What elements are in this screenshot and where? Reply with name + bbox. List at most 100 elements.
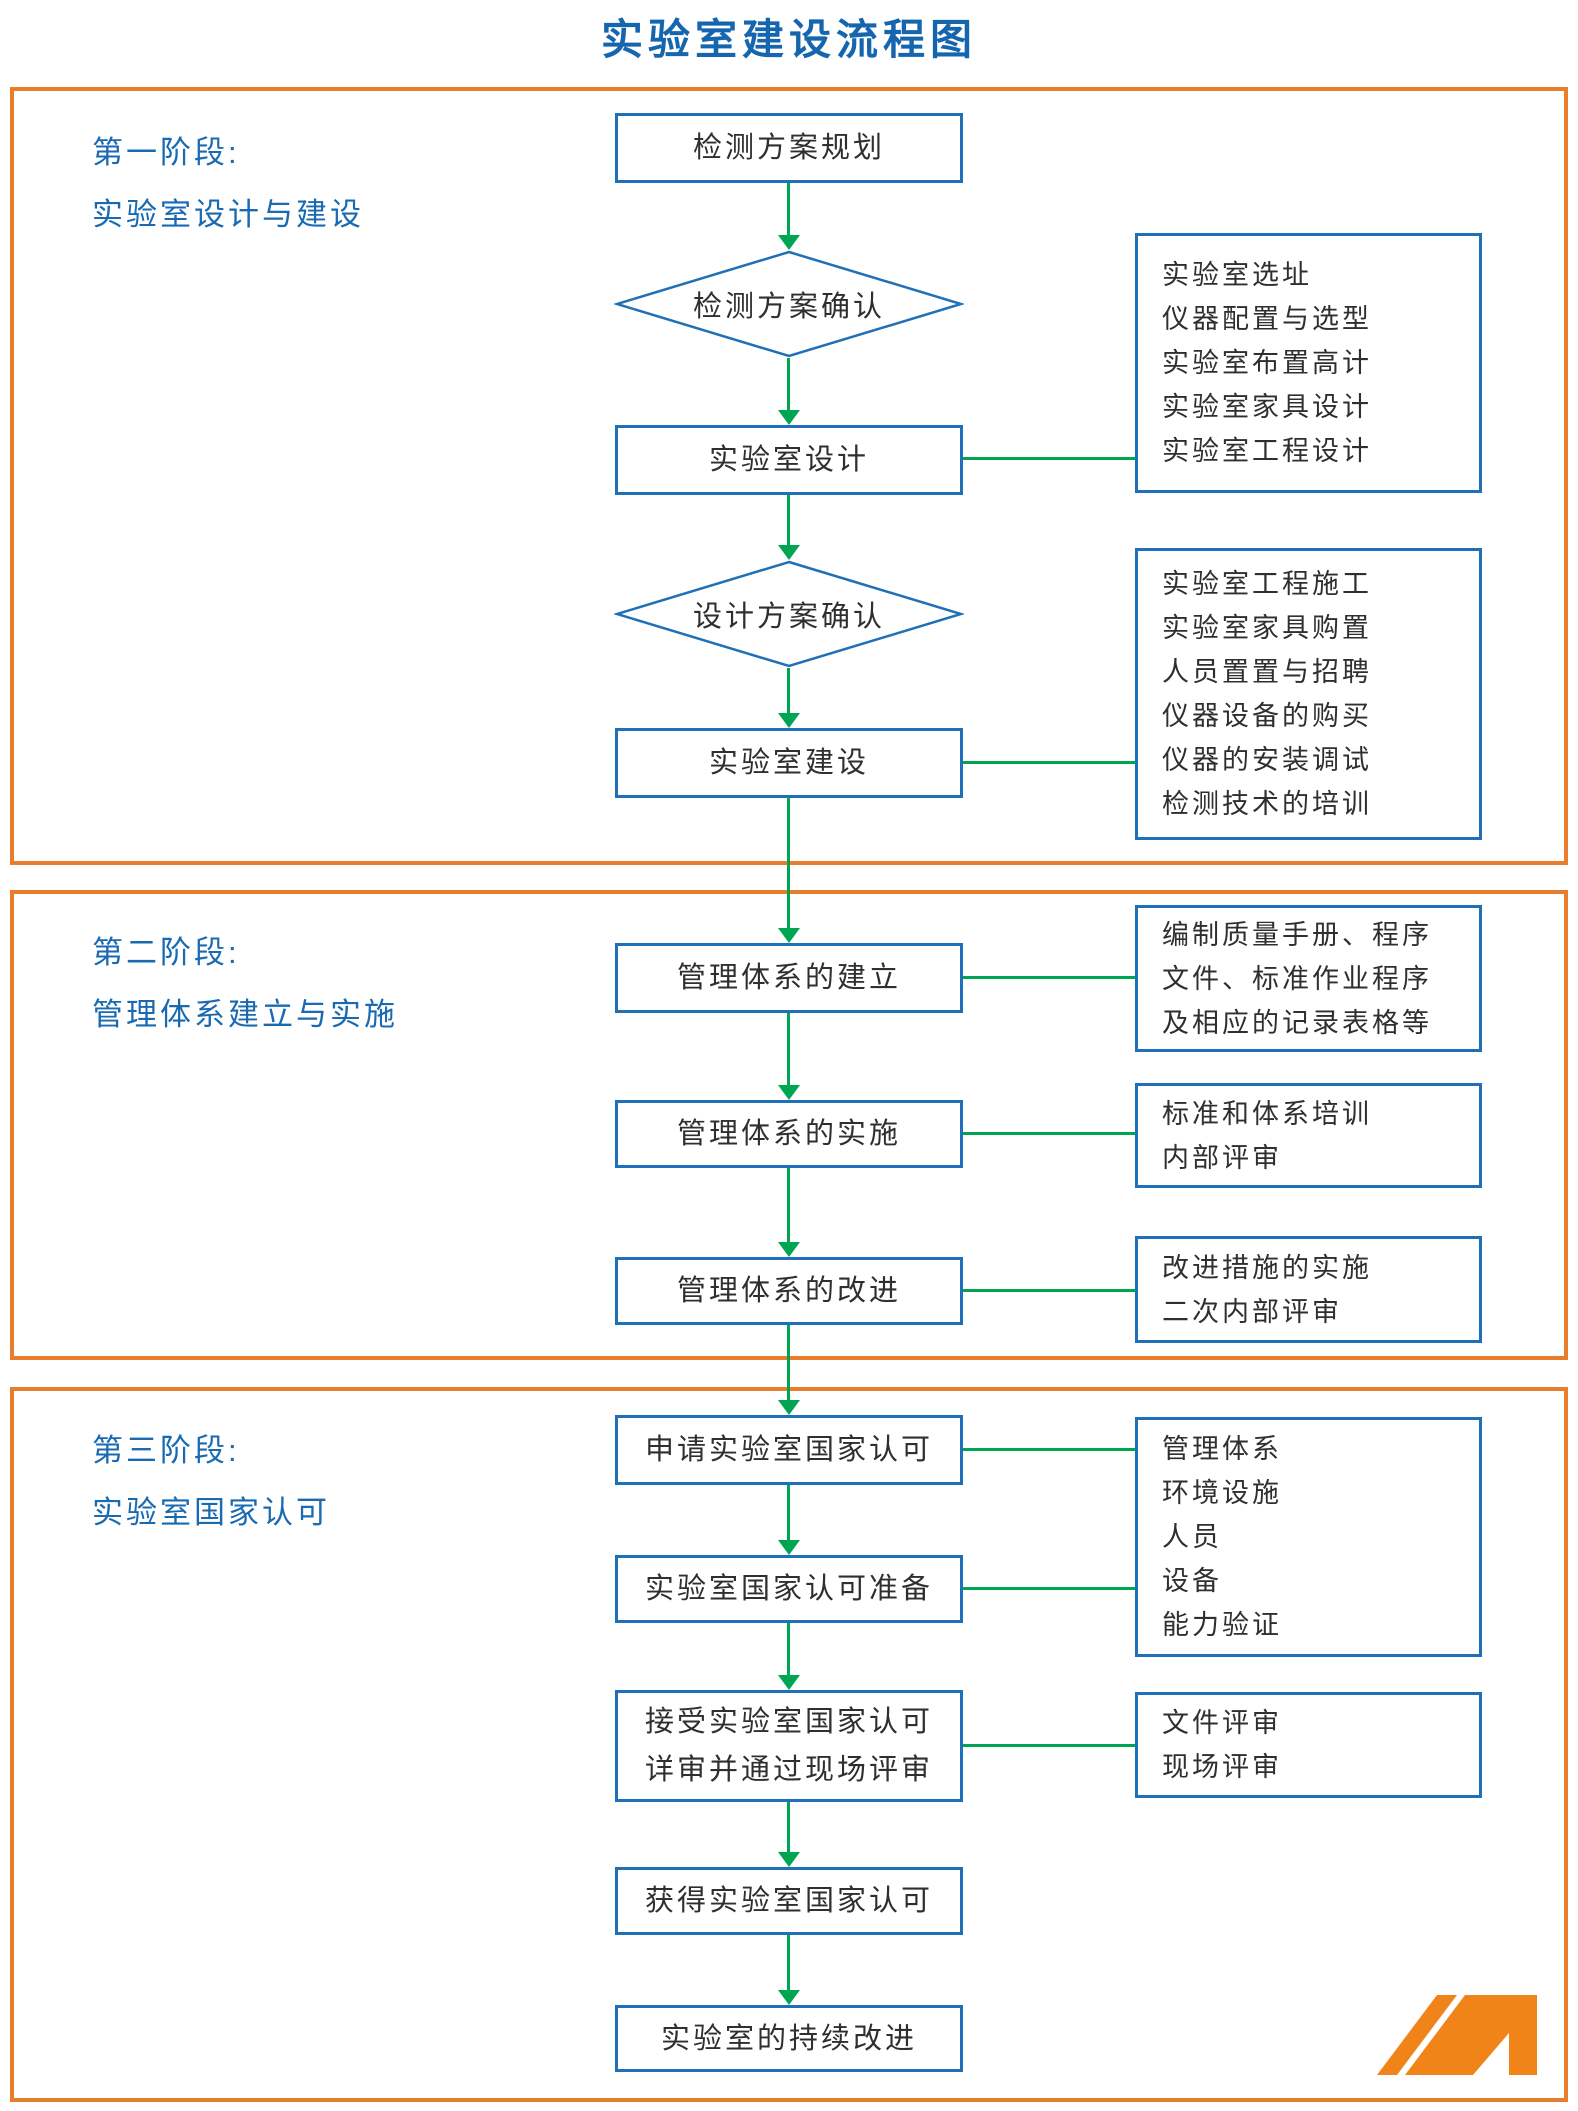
flow-arrow xyxy=(778,1013,800,1100)
sidebox-line: 实验室家具设计 xyxy=(1162,392,1372,422)
flow-arrow xyxy=(778,1485,800,1555)
arrow-down-icon xyxy=(778,1990,800,2005)
diamond-shape xyxy=(614,250,964,358)
node-sys-build-label: 管理体系的建立 xyxy=(676,962,901,994)
sidebox-accreditation-details: 管理体系环境设施人员设备能力验证 xyxy=(1135,1417,1482,1657)
sidebox-line: 实验室选址 xyxy=(1162,260,1312,290)
arrow-down-icon xyxy=(778,1852,800,1867)
node-prepare: 实验室国家认可准备 xyxy=(615,1555,963,1623)
page-title: 实验室建设流程图 xyxy=(600,16,977,63)
flow-arrow xyxy=(778,668,800,728)
node-plan: 检测方案规划 xyxy=(615,113,963,183)
decision-confirm-plan: 检测方案确认 xyxy=(614,250,964,358)
sidebox-line: 实验室工程施工 xyxy=(1162,569,1372,599)
decision-confirm-plan-label: 检测方案确认 xyxy=(692,291,885,323)
arrow-down-icon xyxy=(778,1400,800,1415)
node-obtain-label: 获得实验室国家认可 xyxy=(644,1885,933,1917)
flow-arrow xyxy=(778,183,800,250)
sidebox-line: 设备 xyxy=(1162,1566,1222,1596)
stage-3-label: 第三阶段: 实验室国家认可 xyxy=(92,1420,330,1544)
node-lab-design: 实验室设计 xyxy=(615,425,963,495)
flow-arrow xyxy=(778,495,800,560)
company-logo xyxy=(1377,1995,1537,2075)
sidebox-sys-improve-details: 改进措施的实施二次内部评审 xyxy=(1135,1236,1482,1343)
sidebox-line: 内部评审 xyxy=(1162,1142,1282,1173)
sidebox-line: 实验室工程设计 xyxy=(1162,436,1372,466)
flow-arrow xyxy=(778,358,800,425)
decision-confirm-design-label: 设计方案确认 xyxy=(692,601,885,633)
flow-arrow xyxy=(778,1168,800,1257)
node-sys-improve-label: 管理体系的改进 xyxy=(676,1275,901,1307)
sidebox-line: 人员置置与招聘 xyxy=(1162,657,1372,687)
arrow-down-icon xyxy=(778,545,800,560)
connector-line xyxy=(960,1587,1135,1590)
node-lab-build-label: 实验室建设 xyxy=(708,747,869,779)
connector-line xyxy=(960,1132,1135,1135)
sidebox-sys-impl-details: 标准和体系培训内部评审 xyxy=(1135,1083,1482,1188)
decision-confirm-design: 设计方案确认 xyxy=(614,560,964,668)
node-continuous: 实验室的持续改进 xyxy=(615,2005,963,2072)
arrow-down-icon xyxy=(778,928,800,943)
sidebox-line: 人员 xyxy=(1162,1522,1222,1552)
sidebox-line: 能力验证 xyxy=(1162,1610,1282,1640)
sidebox-line: 仪器设备的购买 xyxy=(1162,701,1372,731)
connector-line xyxy=(960,1744,1135,1747)
node-continuous-label: 实验室的持续改进 xyxy=(660,2022,917,2055)
sidebox-line: 仪器配置与选型 xyxy=(1162,304,1372,334)
flow-arrow xyxy=(778,1623,800,1690)
sidebox-line: 实验室家具购置 xyxy=(1162,613,1372,643)
node-accept-label-line2: 详审并通过现场评审 xyxy=(644,1754,933,1786)
connector-line xyxy=(960,1289,1135,1292)
sidebox-line: 改进措施的实施 xyxy=(1162,1252,1372,1283)
sidebox-line: 二次内部评审 xyxy=(1162,1296,1342,1327)
node-apply-label: 申请实验室国家认可 xyxy=(644,1434,933,1466)
node-obtain: 获得实验室国家认可 xyxy=(615,1867,963,1935)
node-sys-improve: 管理体系的改进 xyxy=(615,1257,963,1325)
sidebox-line: 文件评审 xyxy=(1162,1708,1282,1738)
arrow-down-icon xyxy=(778,1540,800,1555)
sidebox-lab-design-details: 实验室选址仪器配置与选型实验室布置高计实验室家具设计实验室工程设计 xyxy=(1135,233,1482,493)
node-apply: 申请实验室国家认可 xyxy=(615,1415,963,1485)
sidebox-line: 实验室布置高计 xyxy=(1162,348,1372,378)
node-plan-label: 检测方案规划 xyxy=(692,132,885,164)
stage-2-label-line1: 第二阶段: xyxy=(92,935,240,970)
stage-1-label: 第一阶段: 实验室设计与建设 xyxy=(92,122,364,246)
arrow-down-icon xyxy=(778,713,800,728)
sidebox-line: 文件、标准作业程序 xyxy=(1162,963,1432,994)
flow-arrow xyxy=(778,1935,800,2005)
arrow-down-icon xyxy=(778,235,800,250)
node-sys-impl: 管理体系的实施 xyxy=(615,1100,963,1168)
node-prepare-label: 实验室国家认可准备 xyxy=(644,1573,933,1605)
sidebox-line: 现场评审 xyxy=(1162,1752,1282,1782)
sidebox-lab-build-details: 实验室工程施工实验室家具购置人员置置与招聘仪器设备的购买仪器的安装调试检测技术的… xyxy=(1135,548,1482,840)
node-lab-build: 实验室建设 xyxy=(615,728,963,798)
arrow-down-icon xyxy=(778,1085,800,1100)
sidebox-line: 标准和体系培训 xyxy=(1162,1098,1372,1129)
arrow-down-icon xyxy=(778,1242,800,1257)
node-sys-impl-label: 管理体系的实施 xyxy=(676,1118,901,1150)
sidebox-line: 及相应的记录表格等 xyxy=(1162,1007,1432,1038)
sidebox-line: 管理体系 xyxy=(1162,1434,1282,1464)
node-lab-design-label: 实验室设计 xyxy=(708,444,869,476)
stage-2-label-line2: 管理体系建立与实施 xyxy=(92,997,398,1032)
sidebox-review-details: 文件评审现场评审 xyxy=(1135,1692,1482,1798)
diamond-shape xyxy=(614,560,964,668)
stage-1-label-line2: 实验室设计与建设 xyxy=(92,197,364,232)
node-accept: 接受实验室国家认可 详审并通过现场评审 xyxy=(615,1690,963,1802)
connector-line xyxy=(960,761,1135,764)
connector-line xyxy=(960,457,1135,460)
connector-line xyxy=(960,1448,1135,1451)
stage-2-label: 第二阶段: 管理体系建立与实施 xyxy=(92,922,398,1046)
flow-arrow xyxy=(778,1802,800,1867)
sidebox-line: 检测技术的培训 xyxy=(1162,789,1372,819)
sidebox-line: 环境设施 xyxy=(1162,1478,1282,1508)
node-sys-build: 管理体系的建立 xyxy=(615,943,963,1013)
arrow-down-icon xyxy=(778,1675,800,1690)
stage-3-label-line1: 第三阶段: xyxy=(92,1433,240,1468)
arrow-down-icon xyxy=(778,410,800,425)
stage-1-label-line1: 第一阶段: xyxy=(92,135,240,170)
sidebox-sys-build-details: 编制质量手册、程序文件、标准作业程序及相应的记录表格等 xyxy=(1135,905,1482,1052)
flow-arrow xyxy=(778,797,800,943)
stage-3-label-line2: 实验室国家认可 xyxy=(92,1495,330,1530)
